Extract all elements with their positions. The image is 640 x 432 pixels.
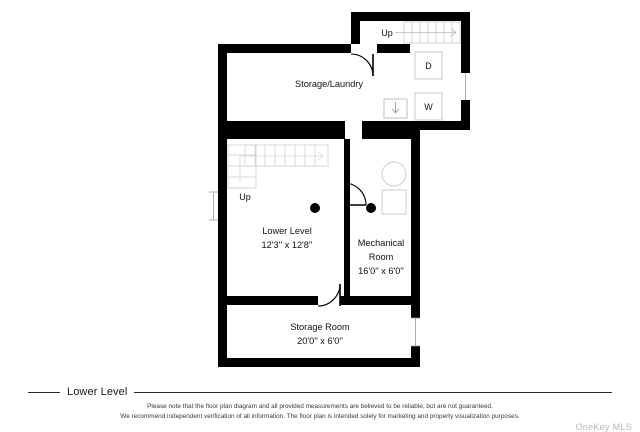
washer-label: W (424, 102, 433, 112)
door-swings (317, 53, 374, 307)
room-label-storage-laundry: Storage/Laundry (295, 79, 363, 89)
lower-stair-label: Up (239, 192, 251, 202)
floor-plan-footer: Lower Level Please note that the floor p… (0, 378, 640, 432)
room-floors (227, 21, 461, 358)
room-label-storage-room: Storage Room (290, 322, 350, 332)
opening-lower-to-storage (318, 296, 340, 306)
light-fixture-mechanical (366, 203, 376, 213)
floor-storage-room (227, 305, 411, 358)
lower-stair-run (244, 144, 329, 167)
light-fixture-lower-level (310, 203, 320, 213)
disclaimer-text: Please note that the floor plan diagram … (0, 402, 640, 421)
water-heater-fixture (381, 161, 407, 187)
door-openings (318, 44, 377, 306)
legend-rule-right (134, 391, 612, 393)
window-right-laundry (461, 73, 470, 100)
lower-stair-treads (227, 144, 329, 189)
lower-stair-direction-arrow (239, 151, 324, 182)
window-left-lower-level (209, 191, 218, 221)
window-right-storage-room (411, 317, 420, 347)
door-swing-mech (343, 182, 367, 206)
partition-mech-upper (344, 139, 350, 185)
disclaimer-line-2: We recommend independent verification of… (120, 412, 520, 420)
floor-plan-svg: Up (209, 12, 470, 367)
floor-lower-level (227, 139, 344, 296)
floor-storage-laundry (227, 53, 410, 121)
room-label-lower-level: Lower Level (262, 226, 312, 236)
room-label-mechanical-room: Mechanical (358, 238, 404, 248)
dryer-fixture: D (414, 51, 443, 80)
opening-stair-to-laundry (351, 44, 377, 54)
legend-rule-left (28, 391, 60, 393)
partition-mech-lower (344, 211, 350, 296)
interior-partitions (344, 139, 350, 296)
legend-level-label: Lower Level (67, 386, 128, 398)
level-legend: Lower Level (0, 384, 640, 400)
windows (209, 73, 470, 347)
upper-stair-direction-arrow (395, 28, 457, 37)
dryer-label: D (425, 61, 432, 71)
room-label-mechanical-room-line2: Room (369, 252, 394, 262)
room-dim-mechanical-room: 16'0'' x 6'0'' (358, 266, 404, 276)
floor-plan-canvas: Up (209, 12, 470, 367)
opening-laundry-to-lower (345, 121, 362, 140)
room-dim-lower-level: 12'3'' x 12'8'' (262, 240, 313, 250)
washer-fixture: W (414, 92, 443, 121)
upper-stair-label: Up (381, 28, 393, 38)
disclaimer-line-1: Please note that the floor plan diagram … (147, 403, 493, 410)
utility-sink-fixture (383, 98, 408, 119)
furnace-fixture (381, 189, 407, 215)
watermark-onekey-mls: OneKey MLS (575, 422, 632, 432)
room-dim-storage-room: 20'0'' x 6'0'' (297, 336, 343, 346)
